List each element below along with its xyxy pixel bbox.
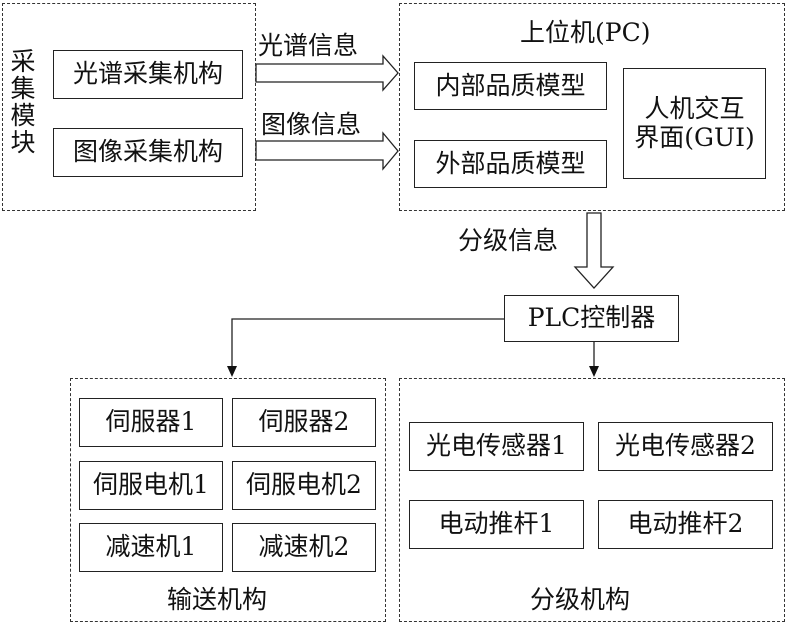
host-pc-group	[399, 3, 785, 211]
gui-line-2: 界面(GUI)	[634, 122, 755, 152]
title-char: 模	[10, 101, 36, 130]
image-acquisition-box: 图像采集机构	[53, 128, 243, 177]
servo-motor-1-box: 伺服电机1	[79, 461, 223, 510]
electric-actuator-2-box: 电动推杆2	[598, 500, 773, 549]
plc-to-conveying-line	[231, 318, 504, 368]
external-quality-model-box: 外部品质模型	[414, 140, 607, 188]
reducer-2-box: 减速机2	[232, 523, 376, 572]
electric-actuator-1-box: 电动推杆1	[409, 500, 584, 549]
image-info-label: 图像信息	[261, 110, 362, 139]
plc-to-grading-arrowhead	[589, 366, 599, 377]
internal-quality-model-box: 内部品质模型	[414, 62, 607, 110]
title-char: 采	[10, 47, 36, 76]
conveying-mechanism-title: 输送机构	[167, 585, 268, 614]
grading-mechanism-title: 分级机构	[530, 585, 631, 614]
reducer-1-box: 减速机1	[79, 523, 223, 572]
acquisition-module-group	[2, 3, 256, 211]
title-char: 块	[10, 128, 36, 157]
spectral-info-arrow	[255, 54, 399, 92]
acquisition-module-title: 采 集 模 块	[8, 48, 38, 156]
grading-info-label: 分级信息	[458, 226, 559, 255]
plc-controller-box: PLC控制器	[504, 295, 679, 342]
title-char: 集	[10, 74, 36, 103]
grading-info-arrow	[573, 212, 615, 289]
servo-driver-1-box: 伺服器1	[79, 398, 223, 447]
spectral-acquisition-box: 光谱采集机构	[53, 50, 243, 99]
servo-driver-2-box: 伺服器2	[232, 398, 376, 447]
gui-line-1: 人机交互	[644, 93, 745, 123]
host-pc-title: 上位机(PC)	[520, 18, 651, 47]
grading-mechanism-group	[399, 378, 785, 622]
photoelectric-sensor-1-box: 光电传感器1	[409, 422, 584, 471]
conveying-mechanism-group	[70, 378, 386, 622]
spectral-info-label: 光谱信息	[258, 31, 359, 60]
plc-to-conveying-arrowhead	[227, 366, 237, 377]
gui-box: 人机交互 界面(GUI)	[623, 68, 766, 179]
photoelectric-sensor-2-box: 光电传感器2	[598, 422, 773, 471]
servo-motor-2-box: 伺服电机2	[232, 461, 376, 510]
